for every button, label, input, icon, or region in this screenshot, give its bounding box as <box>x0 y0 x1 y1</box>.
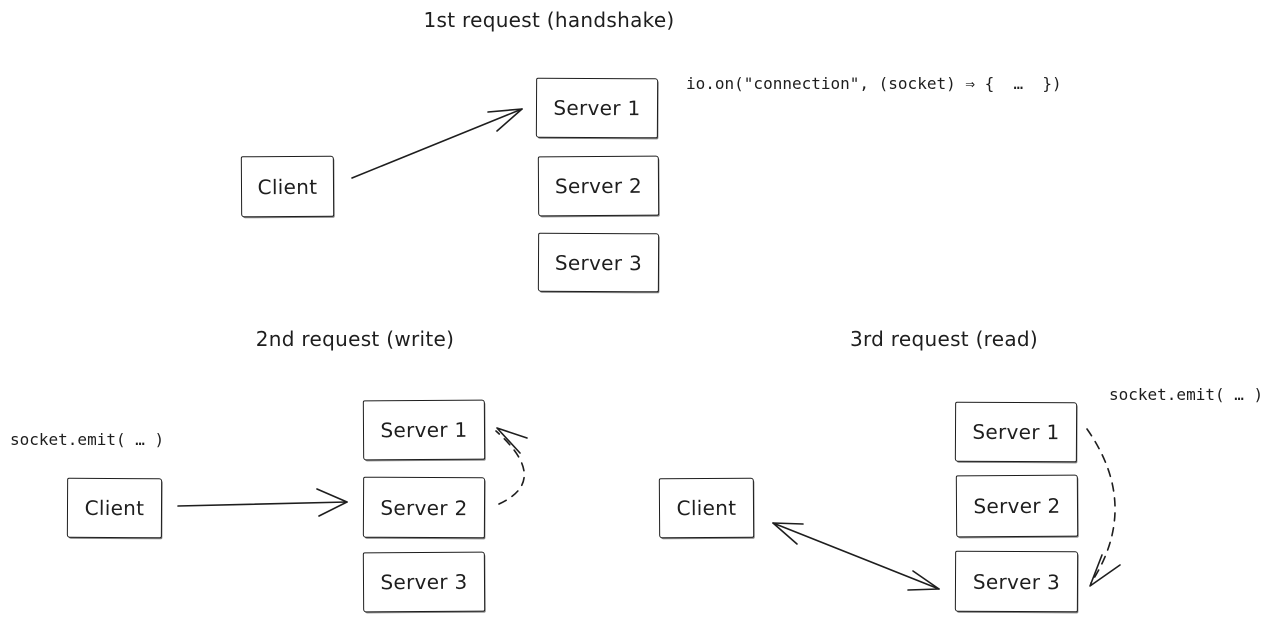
arrow-read-server1-to-server3-dashed <box>1086 428 1121 587</box>
section-title-write: 2nd request (write) <box>255 327 455 351</box>
code-annotation-io-on: io.on("connection", (socket) ⇒ { … }) <box>686 74 1062 93</box>
arrow-write-client-to-server2 <box>177 488 348 517</box>
server-label: Server 2 <box>973 493 1061 519</box>
server-label: Server 1 <box>972 419 1060 445</box>
server-node: Server 1 <box>954 401 1078 463</box>
section-title-handshake: 1st request (handshake) <box>423 8 675 32</box>
server-label: Server 3 <box>972 569 1061 594</box>
code-annotation-socket-emit-read: socket.emit( … ) <box>1109 385 1264 404</box>
code-annotation-socket-emit-write: socket.emit( … ) <box>10 430 165 449</box>
server-node: Server 2 <box>955 474 1079 538</box>
client-node: Client <box>658 477 755 539</box>
arrow-read-server3-to-client <box>772 522 940 591</box>
arrow-write-server2-to-server1-dashed <box>495 427 528 505</box>
arrow-handshake-client-to-server1 <box>351 108 523 179</box>
client-label: Client <box>676 495 737 521</box>
server-node: Server 3 <box>954 550 1079 613</box>
section-title-read: 3rd request (read) <box>849 327 1039 351</box>
